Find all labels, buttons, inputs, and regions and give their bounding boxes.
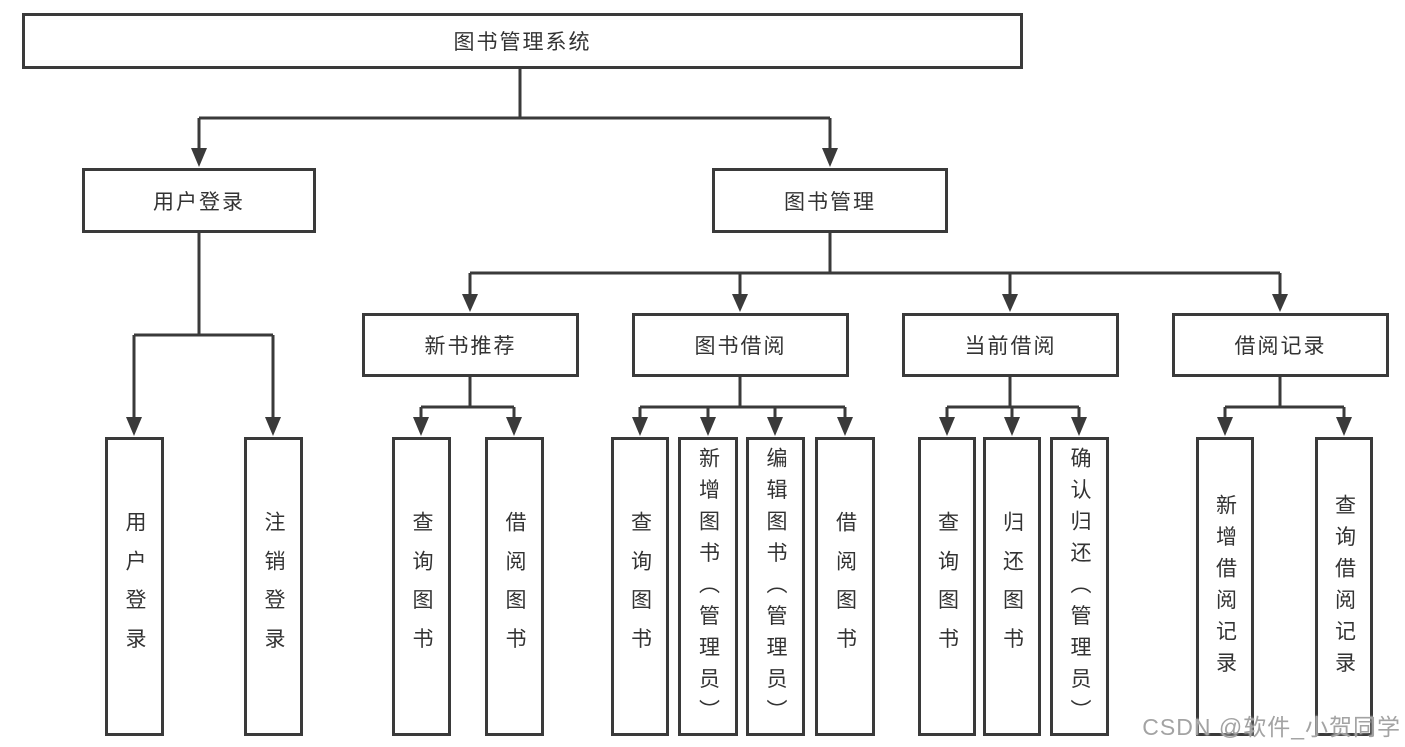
leaf-query-books-1: 查询图书 (392, 437, 451, 736)
connector-borrow-to-leaves (632, 377, 853, 436)
node-user-login: 用户登录 (82, 168, 316, 233)
arrowhead (837, 417, 853, 436)
leaf-add-books-admin: 新增图书（管理员） (678, 437, 738, 736)
arrowhead (939, 417, 955, 436)
watermark: CSDN @软件_小贺同学 (1142, 714, 1401, 740)
leaf-query-books-3: 查询图书 (918, 437, 976, 736)
arrowhead (413, 417, 429, 436)
arrowhead (700, 417, 716, 436)
arrowhead (767, 417, 783, 436)
leaf-query-books-2: 查询图书 (611, 437, 669, 736)
leaf-logout: 注销登录 (244, 437, 303, 736)
connector-newbooks-to-leaves (413, 377, 522, 436)
arrowhead (1004, 417, 1020, 436)
arrowhead (1336, 417, 1352, 436)
leaf-return-books: 归还图书 (983, 437, 1041, 736)
connector-records-to-leaves (1217, 377, 1352, 436)
leaf-edit-books-admin: 编辑图书（管理员） (746, 437, 805, 736)
node-current-borrowing: 当前借阅 (902, 313, 1119, 377)
arrowhead (822, 148, 838, 167)
leaf-borrow-books-2: 借阅图书 (815, 437, 875, 736)
leaf-user-login: 用户登录 (105, 437, 164, 736)
arrowhead (506, 417, 522, 436)
connector-bookmgmt-to-level2 (462, 233, 1288, 312)
leaf-add-borrow-record: 新增借阅记录 (1196, 437, 1254, 736)
connector-root-to-level1 (191, 68, 838, 167)
node-book-borrowing: 图书借阅 (632, 313, 849, 377)
arrowhead (462, 294, 478, 312)
node-root-library-system: 图书管理系统 (22, 13, 1023, 69)
leaf-confirm-return-admin: 确认归还（管理员） (1050, 437, 1109, 736)
arrowhead (1217, 417, 1233, 436)
node-borrow-records: 借阅记录 (1172, 313, 1389, 377)
node-new-book-recommend: 新书推荐 (362, 313, 579, 377)
arrowhead (1002, 294, 1018, 312)
arrowhead (191, 148, 207, 167)
arrowhead (265, 417, 281, 436)
arrowhead (126, 417, 142, 436)
leaf-query-borrow-record: 查询借阅记录 (1315, 437, 1373, 736)
connector-userlogin-to-leaves (126, 233, 281, 436)
arrowhead (1272, 294, 1288, 312)
node-book-management: 图书管理 (712, 168, 948, 233)
connector-current-to-leaves (939, 377, 1087, 436)
leaf-borrow-books-1: 借阅图书 (485, 437, 544, 736)
arrowhead (732, 294, 748, 312)
arrowhead (632, 417, 648, 436)
arrowhead (1071, 417, 1087, 436)
